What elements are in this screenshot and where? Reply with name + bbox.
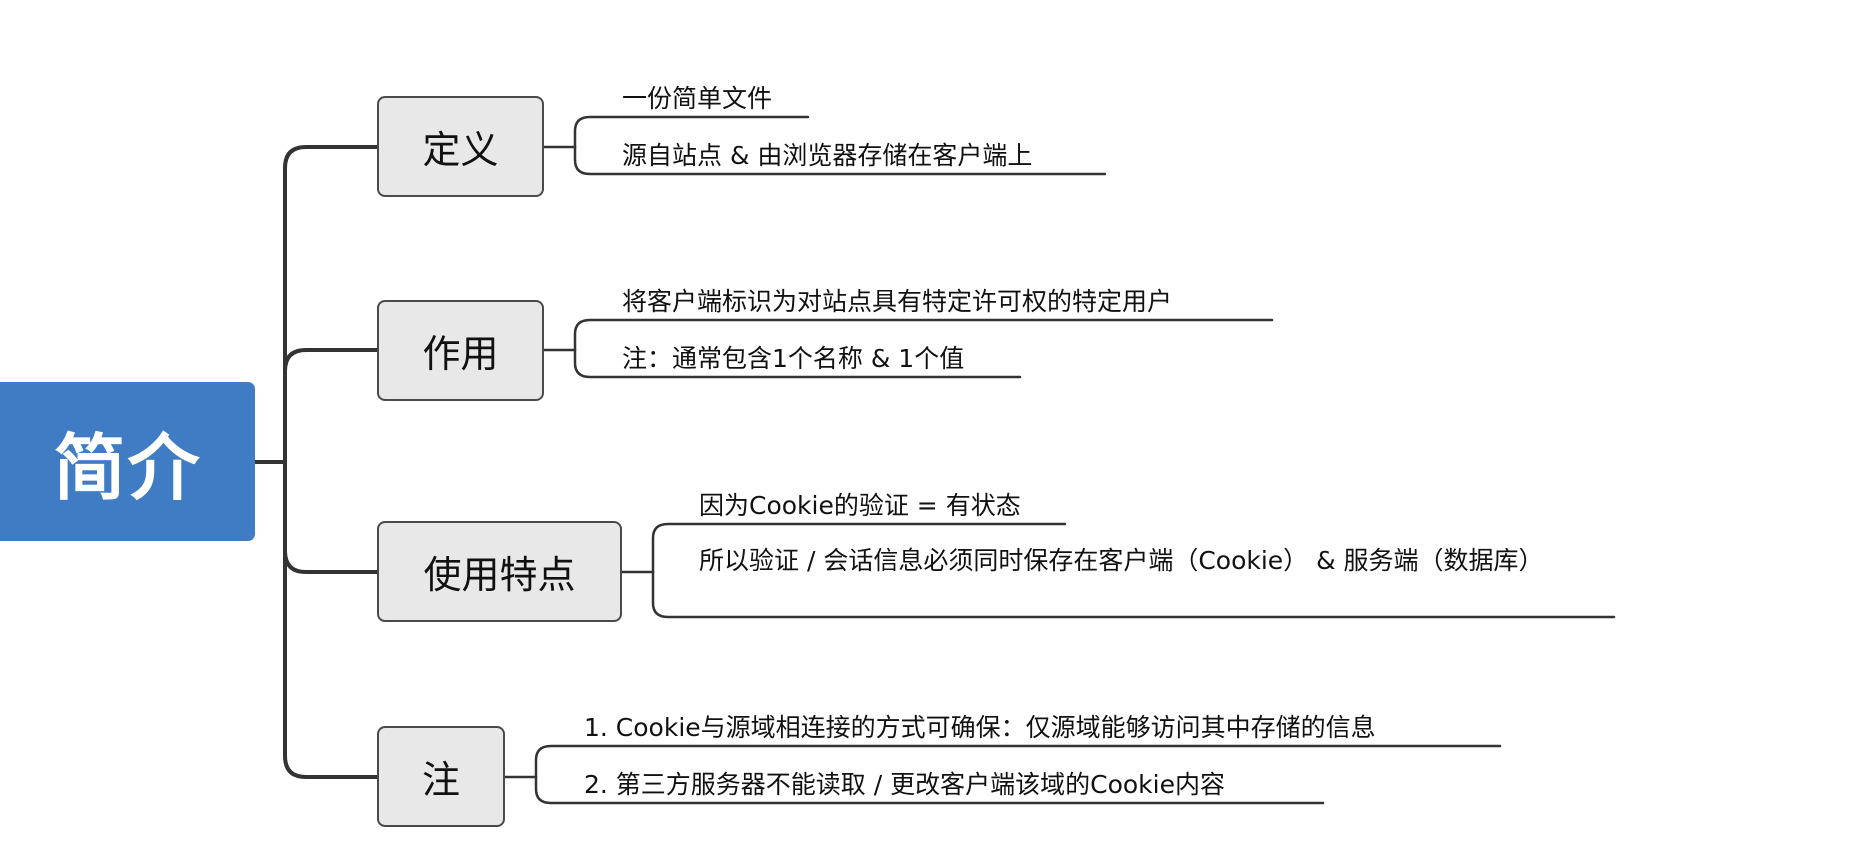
topic-label: 作用 <box>422 332 499 376</box>
topic-node-definition[interactable]: 定义 <box>377 96 544 197</box>
trunk-connector <box>283 145 379 779</box>
leaf-text: 2. 第三方服务器不能读取 / 更改客户端该域的Cookie内容 <box>584 770 1225 799</box>
topic-node-usage-features[interactable]: 使用特点 <box>377 521 622 622</box>
root-label: 简介 <box>53 426 202 510</box>
topic-node-purpose[interactable]: 作用 <box>377 300 544 401</box>
topic-node-notes[interactable]: 注 <box>377 726 505 827</box>
topic-label: 定义 <box>422 128 499 172</box>
topic-label: 使用特点 <box>423 553 576 597</box>
leaf-text: 1. Cookie与源域相连接的方式可确保：仅源域能够访问其中存储的信息 <box>584 713 1376 742</box>
leaf-text: 一份简单文件 <box>622 84 773 113</box>
leaf-text: 所以验证 / 会话信息必须同时保存在客户端（Cookie） & 服务端（数据库） <box>699 546 1544 575</box>
topic-label: 注 <box>421 758 460 802</box>
branch-connector-2 <box>283 549 379 574</box>
branch-connector-1 <box>283 348 379 373</box>
leaf-text: 源自站点 & 由浏览器存储在客户端上 <box>622 141 1033 170</box>
leaf-text: 注：通常包含1个名称 & 1个值 <box>622 344 965 373</box>
leaf-text: 将客户端标识为对站点具有特定许可权的特定用户 <box>622 287 1173 316</box>
root-node[interactable]: 简介 <box>0 382 255 541</box>
leaf-text: 因为Cookie的验证 = 有状态 <box>699 491 1021 520</box>
